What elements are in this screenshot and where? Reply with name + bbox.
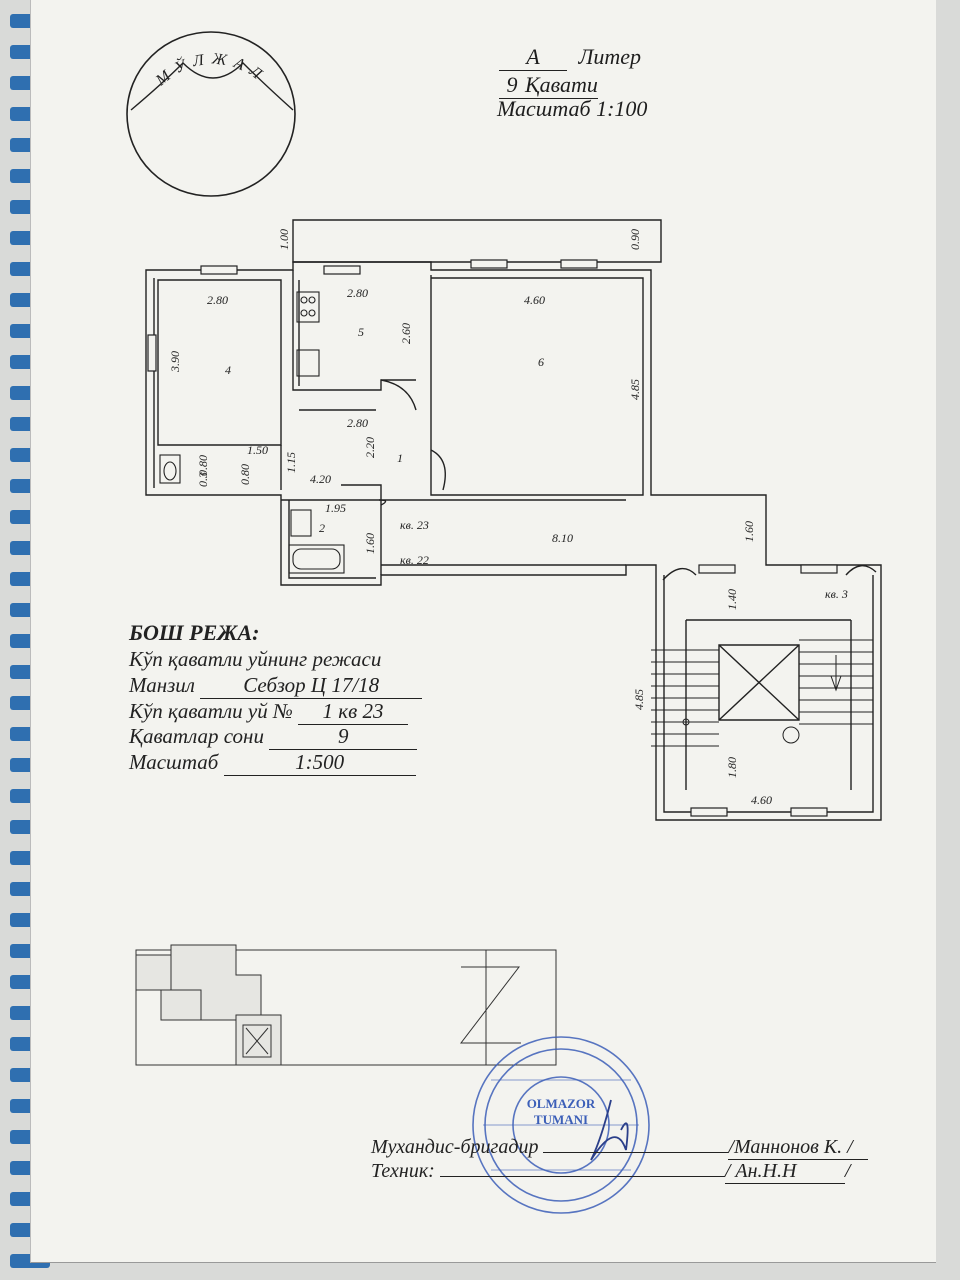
room-2-number: 2 (319, 521, 325, 535)
dim-1-50: 1.50 (247, 443, 268, 457)
floors-label: Қаватлар сони (129, 724, 264, 748)
dim-2-80-room4: 2.80 (207, 293, 228, 307)
info-subtitle: Кўп қаватли уйнинг режаси (129, 647, 382, 671)
tech-name: / Ан.Н.Н (724, 1160, 845, 1184)
dim-4-85-stair: 4.85 (632, 689, 646, 710)
dim-2-60: 2.60 (399, 323, 413, 344)
floor-value: 9 (499, 72, 525, 99)
dim-0-80-wc: 0.80 (196, 455, 210, 476)
liter-line: А Литер (499, 44, 641, 71)
dim-1-00: 1.00 (277, 229, 291, 250)
tech-label: Техник: (371, 1160, 435, 1182)
room-6-number: 6 (538, 355, 544, 369)
address-label: Манзил (129, 673, 195, 697)
scale-label: Масштаб (129, 750, 219, 774)
dim-1-60-corridor: 1.60 (742, 521, 756, 542)
dim-0-3: 0.3 (196, 472, 210, 487)
plan-scale: Масштаб 1:100 (497, 96, 648, 121)
apt-23-label: кв. 23 (400, 518, 429, 532)
info-floors: Қаватлар сони 9 (129, 724, 418, 750)
official-stamp: OLMAZOR TUMANI (472, 1036, 650, 1214)
dim-4-20: 4.20 (310, 472, 331, 486)
info-scale: Масштаб 1:500 (129, 750, 416, 776)
house-label: Кўп қаватли уй № (129, 699, 293, 723)
liter-value: А (499, 44, 567, 71)
dim-1-60-bath: 1.60 (363, 533, 377, 554)
floors-value: 9 (269, 724, 418, 750)
dim-1-15: 1.15 (284, 452, 298, 473)
logo-seal: МЎЛЖАЛ (126, 31, 296, 197)
dim-3-90: 3.90 (168, 351, 182, 373)
room-4-number: 4 (225, 363, 231, 377)
house-value: 1 кв 23 (298, 699, 409, 725)
dim-4-60-stair: 4.60 (751, 793, 772, 807)
address-value: Себзор Ц 17/18 (200, 673, 423, 699)
apt-22-label: кв. 22 (400, 553, 429, 567)
info-address: Манзил Себзор Ц 17/18 (129, 673, 423, 699)
room-5-number: 5 (358, 325, 364, 339)
site-plan (135, 944, 557, 1066)
liter-label: Литер (578, 44, 642, 69)
info-house: Кўп қаватли уй № 1 кв 23 (129, 699, 409, 725)
dim-0-80-door: 0.80 (238, 464, 252, 485)
tech-end: / (844, 1160, 851, 1182)
floor-label: Қавати (525, 72, 598, 99)
dim-0-90: 0.90 (628, 229, 642, 250)
floor-plan: 1.00 0.90 2.80 2.80 2.80 3.90 2.60 4.60 … (145, 219, 882, 821)
engineer-name: /Маннонов К. / (728, 1136, 869, 1160)
apt-3-label: кв. 3 (825, 587, 848, 601)
dim-8-10: 8.10 (552, 531, 573, 545)
dim-2-80-hall: 2.80 (347, 416, 368, 430)
engineer-line: Мухандис-бригадир /Маннонов К. / (371, 1136, 869, 1160)
room-1-number: 1 (397, 451, 403, 465)
dim-1-40: 1.40 (725, 589, 739, 610)
engineer-label: Мухандис-бригадир (371, 1136, 539, 1158)
dim-1-80: 1.80 (725, 757, 739, 778)
scale-value: 1:500 (223, 750, 416, 776)
tech-line: Техник: / Ан.Н.Н/ (371, 1160, 850, 1184)
dim-2-20: 2.20 (363, 437, 377, 458)
logo-text: МЎЛЖАЛ (152, 50, 270, 90)
dim-4-60-room6: 4.60 (524, 293, 545, 307)
dim-4-85-room6: 4.85 (628, 379, 642, 400)
stamp-line1: OLMAZOR (527, 1096, 596, 1111)
dim-2-80-room5: 2.80 (347, 286, 368, 300)
dim-1-95: 1.95 (325, 501, 346, 515)
info-heading: БОШ РЕЖА: (129, 620, 260, 645)
stamp-line2: TUMANI (534, 1112, 588, 1127)
